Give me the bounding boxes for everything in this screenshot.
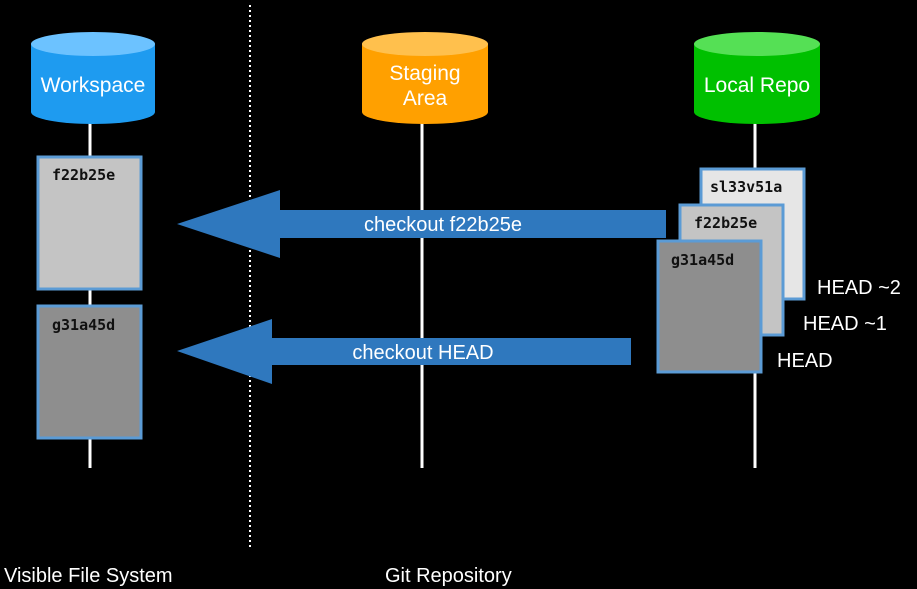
checkout-arrow: checkout HEAD (177, 319, 631, 384)
checkout-arrow-label: checkout f22b25e (364, 214, 522, 236)
workspace-commit: f22b25e (36, 155, 143, 291)
repo-commit-hash: f22b25e (694, 214, 757, 232)
repo-commit-hash: sl33v51a (710, 178, 782, 196)
staging-cylinder: Staging Area (362, 32, 488, 124)
staging-label-line1: Staging (389, 62, 460, 85)
workspace-cylinder: Workspace (31, 32, 155, 124)
staging-label-line2: Area (403, 87, 448, 110)
repo-commit-hash: g31a45d (671, 251, 734, 269)
checkout-arrow-label: checkout HEAD (352, 342, 493, 364)
footer-left-label: Visible File System (4, 565, 173, 587)
ref-label-head-1: HEAD ~1 (803, 313, 887, 335)
checkout-arrow: checkout f22b25e (177, 190, 666, 258)
repo-commit: g31a45d (656, 239, 763, 374)
local-repo-cylinder: Local Repo (694, 32, 820, 124)
ref-label-head: HEAD (777, 350, 833, 372)
footer-right-label: Git Repository (385, 565, 512, 587)
workspace-commit-hash: g31a45d (52, 316, 115, 334)
workspace-label: Workspace (41, 74, 146, 97)
workspace-commit-hash: f22b25e (52, 166, 115, 184)
workspace-commit: g31a45d (36, 304, 143, 440)
local-repo-label: Local Repo (704, 74, 810, 97)
ref-label-head-2: HEAD ~2 (817, 277, 901, 299)
